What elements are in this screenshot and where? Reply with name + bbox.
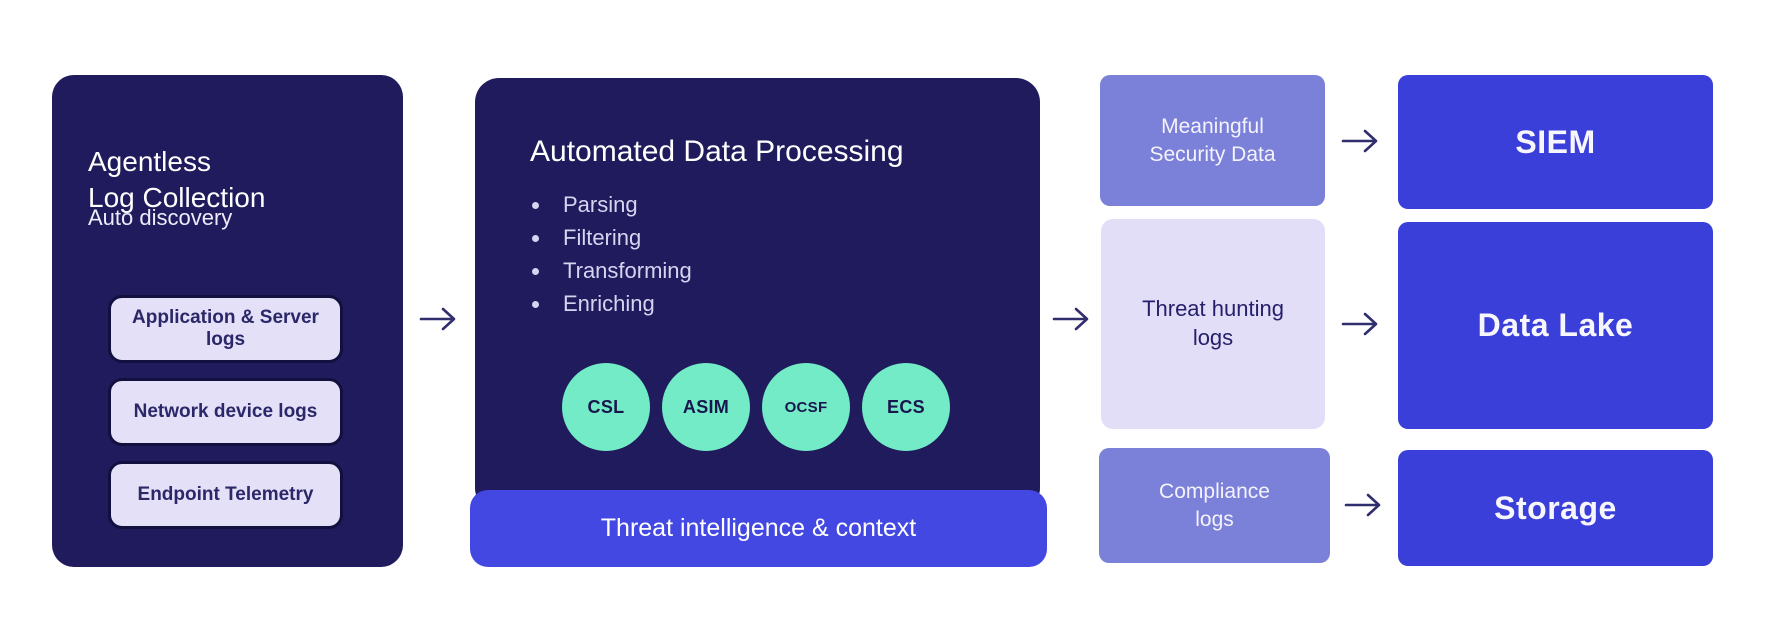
agentless-log-collection-panel: Agentless Log Collection Auto discovery … [52,75,403,567]
destination-data-lake: Data Lake [1398,222,1713,429]
schema-label: ASIM [682,396,730,417]
processing-step-label: Transforming [563,258,692,283]
processing-panel-title: Automated Data Processing [530,134,904,168]
flow-arrow-icon [1051,305,1091,333]
log-source-application-server: Application & Server logs [108,295,343,363]
processing-step-label: Filtering [563,225,642,250]
output-meaningful-security-data: Meaningful Security Data [1100,75,1325,206]
flow-arrow-icon [1340,127,1380,155]
processing-step: Filtering [532,225,692,251]
processing-step: Transforming [532,258,692,284]
bullet-dot [532,234,539,242]
flow-arrow-icon [1343,491,1383,519]
processing-step: Parsing [532,192,692,218]
schema-circle-asim: ASIM [662,363,750,451]
schema-circle-csl: CSL [562,363,650,451]
automated-data-processing-panel: Automated Data Processing Parsing Filter… [475,78,1040,512]
schema-circle-ecs: ECS [862,363,950,451]
schema-label: ECS [887,396,925,417]
schema-circle-ocsf: OCSF [762,363,850,451]
destination-siem: SIEM [1398,75,1713,209]
bullet-dot [532,267,539,275]
bullet-dot [532,201,539,209]
processing-step: Enriching [532,291,692,317]
processing-step-label: Parsing [563,192,638,217]
threat-intelligence-label: Threat intelligence & context [600,514,917,542]
destination-storage: Storage [1398,450,1713,566]
processing-step-label: Enriching [563,291,655,316]
auto-discovery-label: Auto discovery [88,205,233,230]
output-compliance-logs: Compliance logs [1099,448,1330,563]
schema-label: CSL [587,396,625,417]
schema-circles-row: CSL ASIM OCSF ECS [562,363,950,451]
bullet-dot [532,300,539,308]
output-threat-hunting-logs: Threat hunting logs [1101,219,1325,429]
left-panel-title: Agentless Log Collection [88,146,266,213]
schema-label: OCSF [784,398,828,416]
flow-arrow-icon [1340,310,1380,338]
threat-intelligence-bar: Threat intelligence & context [470,490,1047,567]
log-source-network-device: Network device logs [108,378,343,446]
flow-arrow-icon [418,305,458,333]
log-source-stack: Application & Server logs Network device… [108,295,343,529]
log-source-endpoint-telemetry: Endpoint Telemetry [108,461,343,529]
processing-steps-list: Parsing Filtering Transforming Enriching [532,192,692,317]
